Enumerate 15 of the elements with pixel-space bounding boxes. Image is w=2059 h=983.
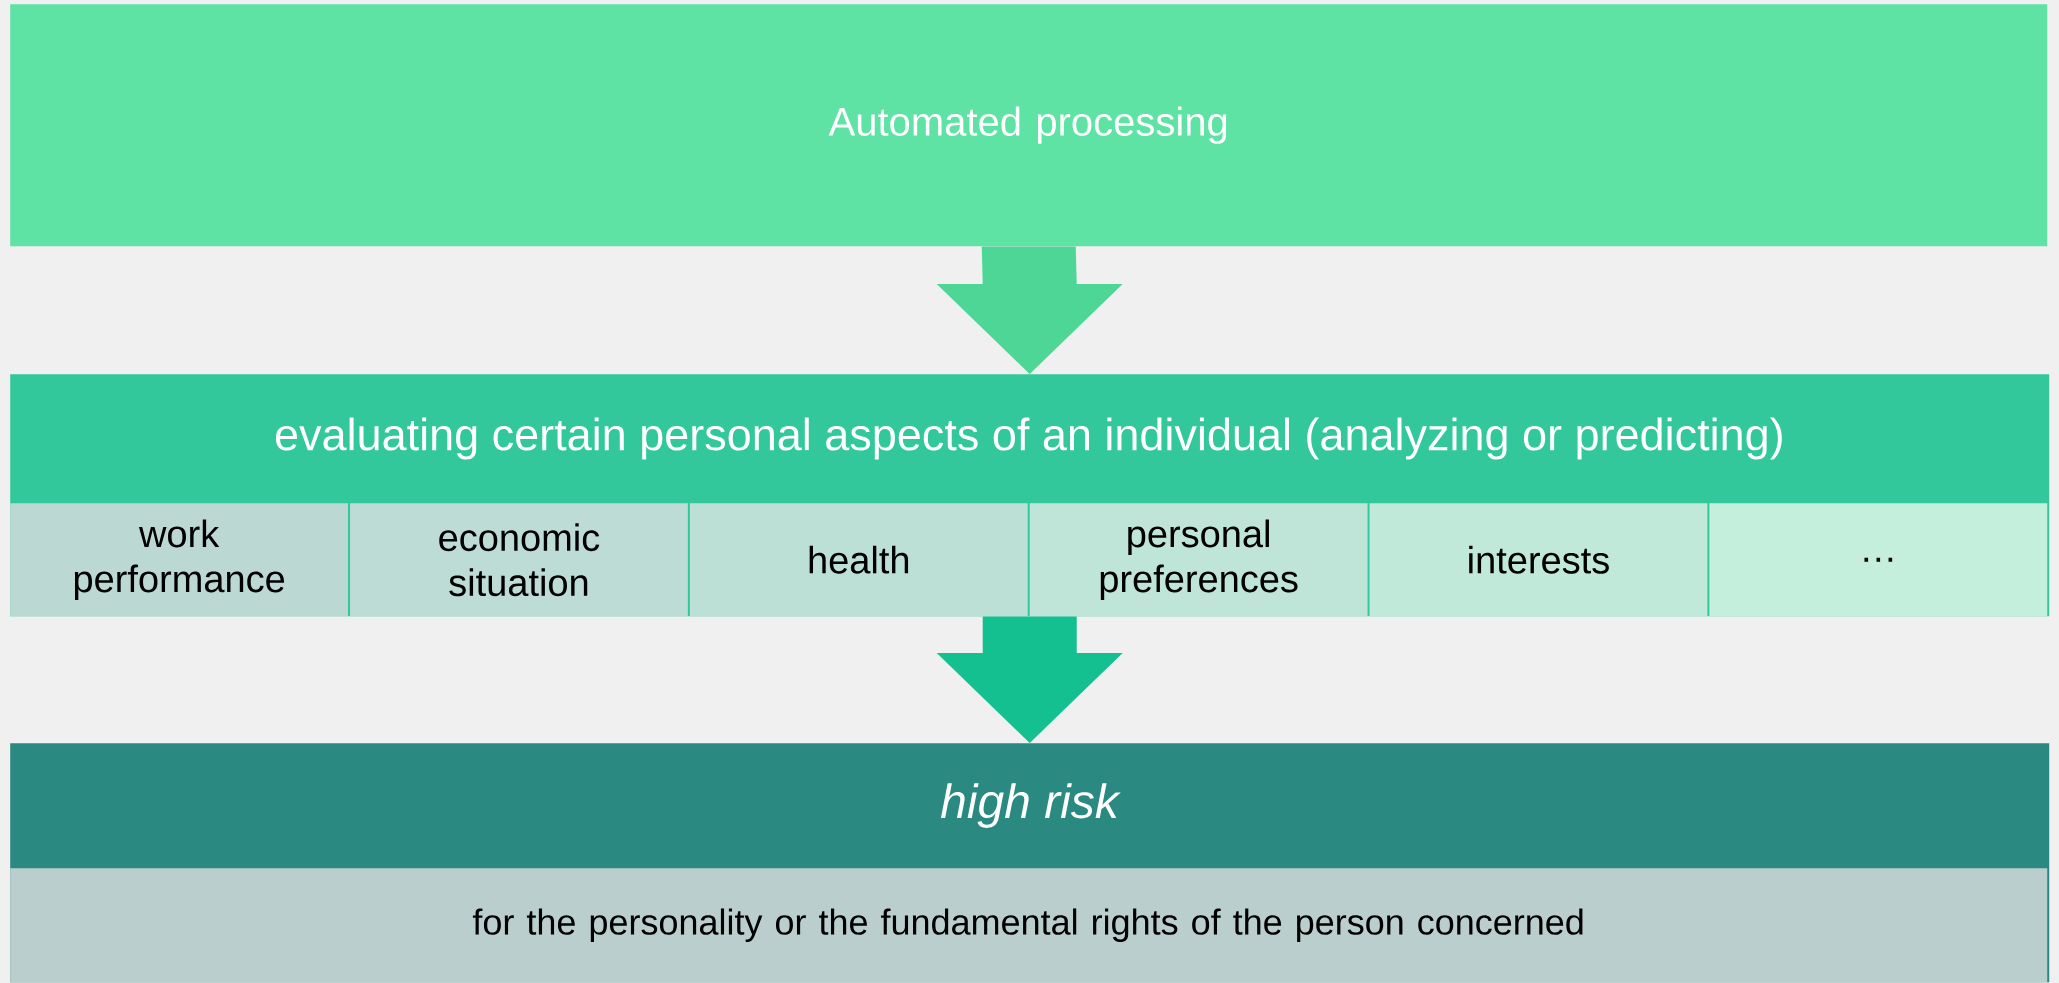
node-label: work performance	[74, 519, 285, 600]
node-label: personal preferences	[1100, 519, 1298, 600]
arrow	[936, 246, 1123, 374]
cell: economic situation	[350, 503, 688, 617]
cell: interests	[1369, 503, 1708, 617]
node-label: interests	[1469, 545, 1609, 574]
arrow	[936, 616, 1123, 743]
banner: Automated processing	[10, 4, 2048, 247]
cell: work performance	[10, 503, 349, 617]
cell: health	[689, 503, 1028, 617]
cell: personal preferences	[1029, 503, 1368, 617]
node-label: economic situation	[439, 523, 600, 597]
cell: …	[1709, 503, 2048, 617]
banner: for the personality or the fundamental rights of the person concerned	[10, 868, 2048, 983]
node-label: health	[809, 545, 909, 574]
